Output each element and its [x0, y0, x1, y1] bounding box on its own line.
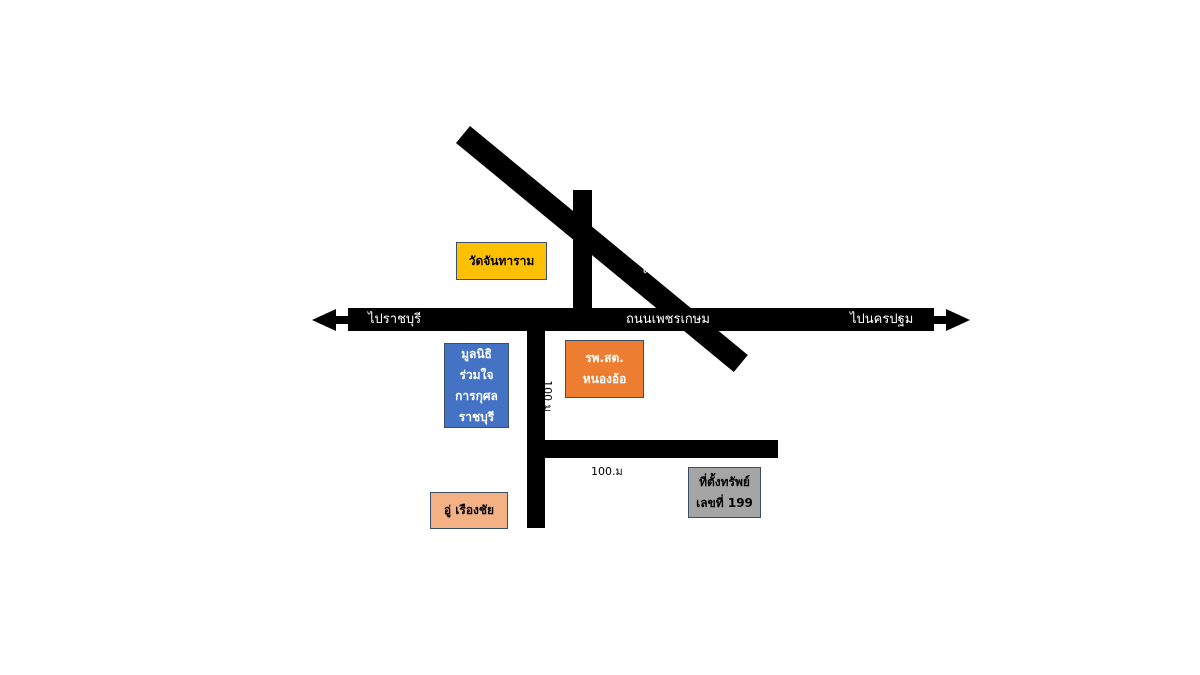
main-road-label: ถนนเพชรเกษม [626, 312, 710, 327]
health-center-label-line-2: หนองอ้อ [582, 372, 627, 386]
property-location-box: ที่ตั้งทรัพย์ เลขที่ 199 [688, 467, 761, 518]
horizontal-distance-label: 100.ม [591, 465, 623, 478]
south-side-road [527, 330, 545, 528]
foundation-label-line-3: การกุศล [455, 388, 498, 403]
temple-box: วัดจันทาราม [456, 242, 547, 280]
to-ratchaburi-label: ไปราชบุรี [368, 312, 422, 327]
to-nakhon-pathom-label: ไปนครปฐม [850, 312, 914, 327]
temple-label: วัดจันทาราม [468, 253, 535, 268]
east-arrow-shaft [932, 316, 948, 324]
property-label-line-2: เลขที่ 199 [696, 495, 753, 510]
garage-label: อู่ เรืองชัย [443, 503, 495, 517]
health-center-label-line-1: รพ.สต. [585, 351, 624, 365]
foundation-box: มูลนิธิ ร่วมใจ การกุศล ราชบุรี [444, 343, 509, 428]
foundation-label-line-1: มูลนิธิ [461, 346, 492, 361]
foundation-label-line-4: ราชบุรี [458, 409, 495, 424]
north-connector-road [573, 190, 592, 310]
west-arrow-icon [312, 309, 336, 331]
main-road [348, 308, 934, 331]
east-arrow-icon [946, 309, 970, 331]
west-arrow-shaft [334, 316, 350, 324]
health-center-box: รพ.สต. หนองอ้อ [565, 340, 644, 398]
foundation-label-line-2: ร่วมใจ [459, 367, 494, 382]
garage-box: อู่ เรืองชัย [430, 492, 508, 529]
branch-road [527, 440, 778, 458]
vertical-distance-label: 100.ม [540, 380, 554, 412]
property-label-line-1: ที่ตั้งทรัพย์ [699, 474, 750, 489]
